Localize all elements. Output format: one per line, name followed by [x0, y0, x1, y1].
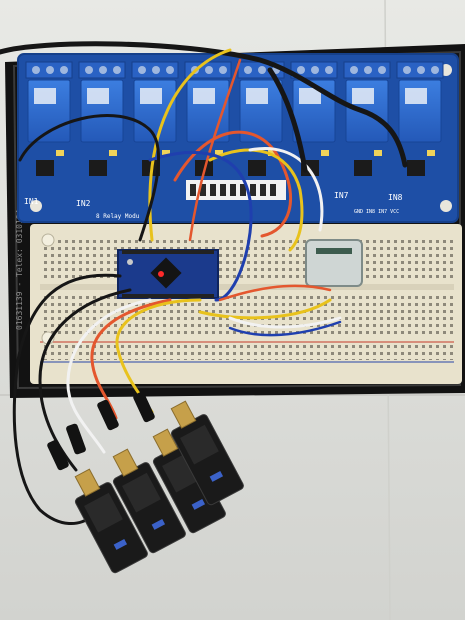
relay-6 — [290, 61, 338, 176]
breadboard-rail — [40, 344, 454, 360]
label-in8: IN8 — [388, 193, 403, 202]
relay-5 — [237, 61, 285, 176]
relay-4 — [184, 61, 232, 176]
rocker-switch-1 — [74, 468, 148, 574]
rocker-switch-group — [74, 400, 244, 574]
rocker-switch-4 — [170, 400, 244, 506]
relay-2 — [78, 61, 126, 176]
transceiver-module — [305, 239, 363, 287]
gnd-pin-text: GND IN8 IN7 VCC — [354, 209, 399, 215]
wire-red — [188, 58, 242, 242]
wire-black-top — [0, 41, 408, 168]
label-in2: IN2 — [76, 199, 91, 208]
led-indicator — [158, 271, 164, 277]
relay-row — [25, 61, 444, 176]
rocker-switch-2 — [112, 448, 186, 554]
wire-yellow-harness — [115, 298, 202, 414]
mount-hole — [440, 200, 452, 212]
wire-black-harness — [12, 273, 122, 525]
heat-shrink-sleeves — [47, 391, 155, 471]
wire-black-loop — [18, 114, 161, 242]
mount-hole — [30, 200, 42, 212]
wire-white — [248, 147, 324, 232]
breadboard-channel — [40, 284, 454, 290]
label-in7: IN7 — [334, 191, 349, 200]
wires — [0, 41, 408, 525]
board-title-text: 8 Relay Modu — [96, 213, 140, 220]
wire-yellow — [148, 48, 232, 242]
wire-yellow-loop — [208, 148, 304, 252]
wire-red-harness — [90, 298, 172, 420]
relay-8 — [396, 61, 444, 176]
microcontroller-chip — [150, 257, 182, 289]
wire-blue — [148, 150, 253, 302]
breadboard-screw — [41, 233, 55, 247]
wire-white-harness — [66, 298, 152, 454]
mat-side-text: 01631139 - Telex: 0310104 — [15, 209, 24, 330]
label-in1: IN1 — [24, 197, 39, 206]
